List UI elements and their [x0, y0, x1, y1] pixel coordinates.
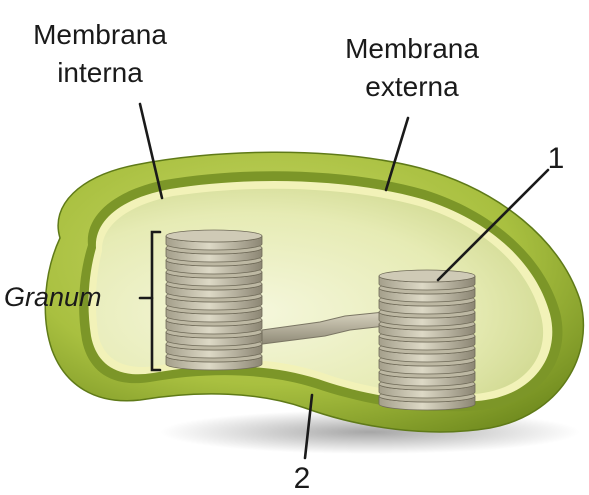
right-granum-thylakoid-top [379, 270, 475, 282]
label-inner-membrane-line1: Membrana [33, 19, 167, 50]
label-granum: Granum [4, 282, 102, 312]
left-granum-thylakoid-top [166, 230, 262, 242]
label-marker-1: 1 [548, 142, 565, 175]
granum-right [379, 270, 475, 410]
granum-left [166, 230, 262, 370]
label-marker-2: 2 [294, 462, 311, 495]
label-inner-membrane-line2: interna [57, 57, 143, 88]
label-outer-membrane-line2: externa [365, 71, 459, 102]
label-outer-membrane-line1: Membrana [345, 33, 479, 64]
